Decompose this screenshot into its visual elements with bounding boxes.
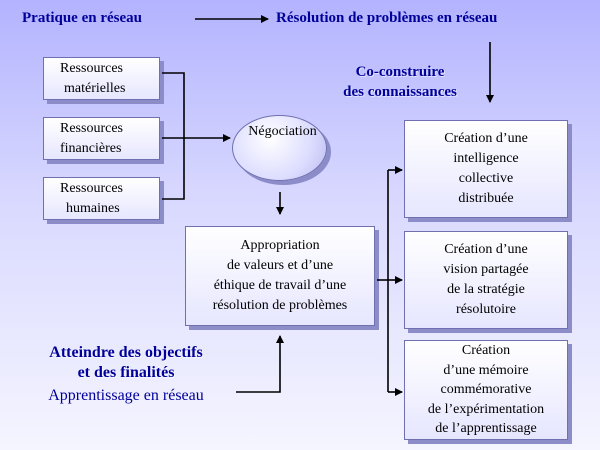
appropriation-line2: de valeurs et d’une bbox=[226, 258, 334, 273]
box-intelligence-collective: Création d’une intelligence collective d… bbox=[404, 120, 568, 218]
box-memoire-commemorative: Création d’une mémoire commémorative de … bbox=[404, 340, 568, 440]
box-ressources-financieres-line2: financières bbox=[60, 140, 122, 156]
appropriation-line3: éthique de travail d’une bbox=[213, 278, 347, 293]
footer-objectifs: Atteindre des objectifs et des finalités bbox=[22, 343, 230, 383]
title-pratique-en-reseau: Pratique en réseau bbox=[22, 10, 142, 26]
appropriation-line1: Appropriation bbox=[240, 238, 320, 253]
negociation-label: Négociation bbox=[248, 124, 317, 139]
co-construire-line2: des connaissances bbox=[343, 84, 457, 100]
box-ressources-financieres: Ressources financières bbox=[43, 117, 160, 160]
box-ressources-materielles-line1: Ressources bbox=[60, 60, 123, 76]
title-resolution-de-problemes: Résolution de problèmes en réseau bbox=[276, 10, 498, 26]
box-ressources-humaines-line2: humaines bbox=[66, 200, 120, 216]
appropriation-line4: résolution de problèmes bbox=[212, 298, 348, 313]
box-appropriation: Appropriation de valeurs et d’une éthiqu… bbox=[185, 226, 375, 326]
ellipse-negociation: Négociation bbox=[232, 115, 327, 181]
box-ressources-materielles-line2: matérielles bbox=[64, 80, 126, 96]
arrow-up-from-footer bbox=[236, 335, 284, 393]
co-construire-heading: Co-construire des connaissances bbox=[322, 62, 478, 102]
co-construire-line1: Co-construire bbox=[355, 64, 445, 80]
footer-apprentissage: Apprentissage en réseau bbox=[48, 387, 204, 404]
footer-line2: et des finalités bbox=[77, 364, 175, 381]
footer-line1: Atteindre des objectifs bbox=[49, 344, 203, 361]
box-ressources-financieres-line1: Ressources bbox=[60, 120, 123, 136]
box-ressources-materielles: Ressources matérielles bbox=[43, 57, 160, 100]
resources-bracket bbox=[162, 72, 185, 200]
box-ressources-humaines: Ressources humaines bbox=[43, 177, 160, 220]
box-vision-partagee: Création d’une vision partagée de la str… bbox=[404, 231, 568, 329]
box-ressources-humaines-line1: Ressources bbox=[60, 180, 123, 196]
